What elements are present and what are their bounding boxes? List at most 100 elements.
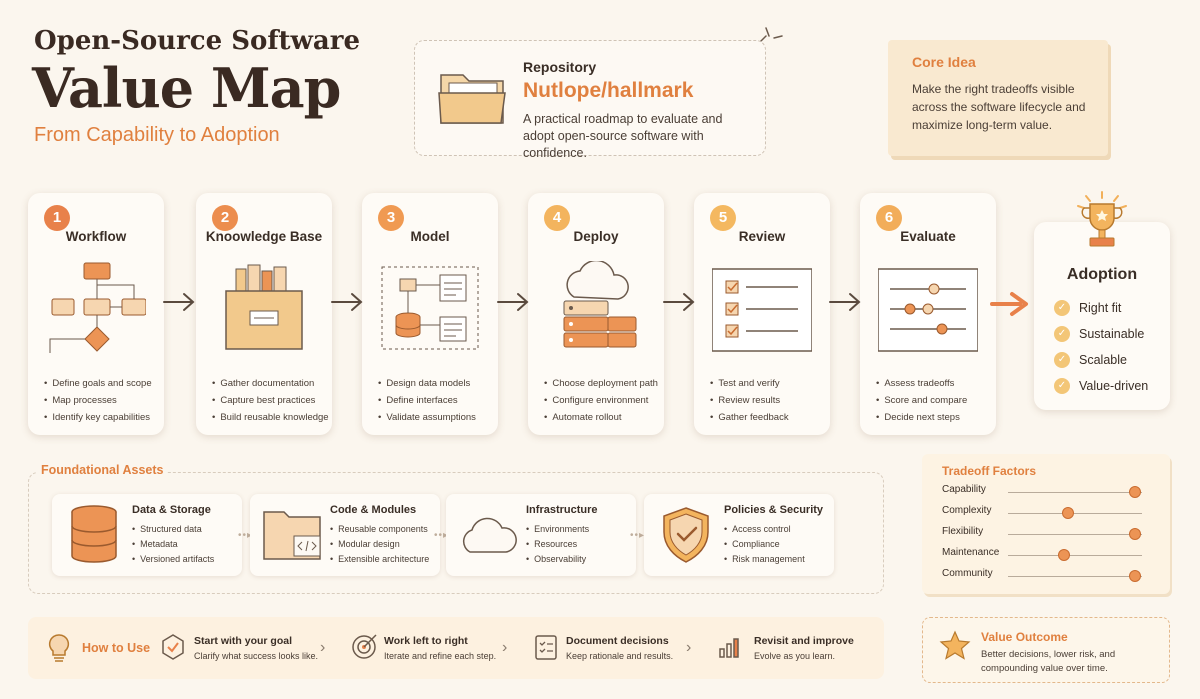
adoption-card: Adoption ✓Right fit ✓Sustainable ✓Scalab… <box>1034 222 1170 410</box>
tradeoff-label: Capability <box>942 484 986 495</box>
tradeoff-knob[interactable] <box>1062 507 1075 519</box>
repository-label: Repository <box>523 59 597 75</box>
sliders-icon <box>878 268 978 352</box>
page-subtitle: From Capability to Adoption <box>34 124 280 146</box>
step-bullets: Gather documentation Capture best practi… <box>212 375 330 426</box>
step-card-review[interactable]: 5 Review Test and verify Review results … <box>694 193 830 435</box>
chevron-right-icon: › <box>686 639 692 656</box>
tradeoff-track <box>1008 576 1142 577</box>
tradeoff-row: Complexity <box>942 505 1152 521</box>
how-to-use-title: How to Use <box>82 641 151 655</box>
step-title: Evaluate <box>900 229 956 244</box>
cloud-icon <box>462 517 517 553</box>
tradeoff-knob[interactable] <box>1129 570 1142 582</box>
title-top: Open-Source Software <box>34 26 360 56</box>
foundational-assets-title: Foundational Assets <box>37 463 168 477</box>
shield-check-icon <box>663 507 709 563</box>
tradeoff-title: Tradeoff Factors <box>942 464 1037 478</box>
bar-chart-icon <box>719 638 739 658</box>
step-card-knowledge-base[interactable]: 2 Knoowledge Base Gather documentation C… <box>196 193 332 435</box>
step-bullets: Test and verify Review results Gather fe… <box>710 375 828 426</box>
check-icon: ✓ <box>1054 352 1070 368</box>
tradeoff-row: Flexibility <box>942 526 1152 542</box>
step-title: Knoowledge Base <box>205 229 323 244</box>
step-card-workflow[interactable]: 1 Workflow Define goals and scope Map pr… <box>28 193 164 435</box>
asset-card-policies-security[interactable]: Policies & Security Access control Compl… <box>644 494 834 576</box>
asset-list: Environments Resources Observability <box>526 522 589 567</box>
arrow-right-icon <box>331 293 363 311</box>
adoption-item: ✓Scalable <box>1054 352 1127 368</box>
step-title: Model <box>410 229 450 244</box>
step-title: Review <box>738 229 786 244</box>
step-number: 5 <box>710 205 736 231</box>
trophy-icon <box>1077 191 1127 247</box>
tradeoff-track <box>1008 555 1142 556</box>
tradeoff-row: Maintenance <box>942 547 1152 563</box>
connector-dots: ••▸ <box>238 530 254 541</box>
chevron-right-icon: › <box>320 639 326 656</box>
adoption-item: ✓Sustainable <box>1054 326 1144 342</box>
step-title: Workflow <box>65 229 127 244</box>
tradeoff-factors-panel: Tradeoff Factors Capability Complexity F… <box>922 454 1170 594</box>
lightbulb-icon <box>48 634 70 662</box>
checklist-icon <box>712 268 812 352</box>
step-number: 6 <box>876 205 902 231</box>
tradeoff-track <box>1008 513 1142 514</box>
repository-name[interactable]: Nutlope/hallmark <box>523 79 694 102</box>
check-icon: ✓ <box>1054 300 1070 316</box>
data-model-icon <box>381 266 479 350</box>
target-badge-icon <box>162 634 184 660</box>
step-bullets: Define goals and scope Map processes Ide… <box>44 375 162 426</box>
step-bullets: Design data models Define interfaces Val… <box>378 375 496 426</box>
tradeoff-track <box>1008 492 1142 493</box>
step-bullets: Choose deployment path Configure environ… <box>544 375 662 426</box>
step-bullets: Assess tradeoffs Score and compare Decid… <box>876 375 994 426</box>
check-icon: ✓ <box>1054 378 1070 394</box>
tradeoff-knob[interactable] <box>1058 549 1071 561</box>
step-number: 1 <box>44 205 70 231</box>
flowchart-icon <box>49 262 146 353</box>
tradeoff-knob[interactable] <box>1129 486 1142 498</box>
asset-title: Code & Modules <box>330 504 417 516</box>
clipboard-checklist-icon <box>535 635 557 660</box>
asset-list: Reusable components Modular design Exten… <box>330 522 429 567</box>
asset-title: Policies & Security <box>724 504 824 516</box>
asset-card-code-modules[interactable]: Code & Modules Reusable components Modul… <box>250 494 440 576</box>
cloud-server-icon <box>563 261 637 348</box>
asset-card-infrastructure[interactable]: Infrastructure Environments Resources Ob… <box>446 494 636 576</box>
tradeoff-knob[interactable] <box>1129 528 1142 540</box>
target-icon <box>352 634 377 659</box>
value-outcome-text: Better decisions, lower risk, and compou… <box>981 649 1116 674</box>
tradeoff-label: Maintenance <box>942 547 1000 558</box>
arrow-right-icon <box>497 293 529 311</box>
tradeoff-row: Community <box>942 568 1152 584</box>
how-to-use-panel: How to Use Start with your goal Clarify … <box>28 617 884 679</box>
asset-title: Infrastructure <box>526 504 598 516</box>
chevron-right-icon: › <box>502 639 508 656</box>
tradeoff-label: Complexity <box>942 505 992 516</box>
code-folder-icon <box>263 511 321 560</box>
repository-description: A practical roadmap to evaluate and adop… <box>523 112 723 160</box>
adoption-item: ✓Value-driven <box>1054 378 1148 394</box>
step-card-model[interactable]: 3 Model Design data models Define interf… <box>362 193 498 435</box>
core-idea-card: Core Idea Make the right tradeoffs visib… <box>888 40 1108 156</box>
step-card-evaluate[interactable]: 6 Evaluate Assess tradeoffs Score and co… <box>860 193 996 435</box>
step-number: 4 <box>544 205 570 231</box>
core-idea-title: Core Idea <box>912 54 976 70</box>
step-card-deploy[interactable]: 4 Deploy Choose deployment path Configur… <box>528 193 664 435</box>
tradeoff-track <box>1008 534 1142 535</box>
step-title: Deploy <box>573 229 619 244</box>
repository-card: Repository Nutlope/hallmark A practical … <box>414 40 766 160</box>
arrow-right-icon <box>829 293 861 311</box>
folder-icon <box>438 74 506 124</box>
check-icon: ✓ <box>1054 326 1070 342</box>
asset-card-data-storage[interactable]: Data & Storage Structured data Metadata … <box>52 494 242 576</box>
page-title: Value Map <box>32 56 341 120</box>
adoption-title: Adoption <box>1066 266 1138 283</box>
asset-title: Data & Storage <box>132 504 211 516</box>
step-number: 3 <box>378 205 404 231</box>
arrow-right-icon <box>163 293 195 311</box>
database-icon <box>71 505 117 563</box>
foundational-assets-panel: Foundational Assets <box>28 463 884 594</box>
connector-dots: ••▸ <box>434 530 450 541</box>
